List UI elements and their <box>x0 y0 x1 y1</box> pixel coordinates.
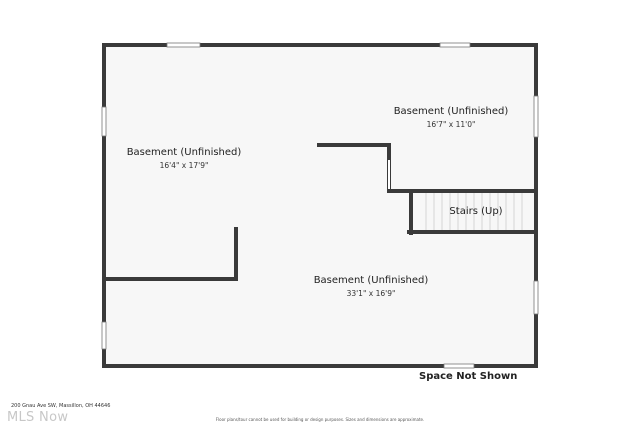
window-left-lower <box>101 321 107 350</box>
stairs-treads <box>425 193 523 231</box>
room-dims-west: 16'4" x 17'9" <box>159 161 209 170</box>
window-left-upper <box>101 106 107 137</box>
floor-area <box>104 45 536 366</box>
window-top-right <box>439 42 471 48</box>
space-not-shown-note: Space Not Shown <box>419 371 518 382</box>
room-name-northeast: Basement (Unfinished) <box>393 106 509 117</box>
windows <box>101 42 539 369</box>
room-dims-south: 33'1" x 16'9" <box>346 289 396 298</box>
window-bottom <box>443 363 475 369</box>
partition-wall <box>104 227 238 281</box>
interior-walls <box>104 143 538 281</box>
room-name-south: Basement (Unfinished) <box>313 275 429 286</box>
mls-now-watermark: MLS Now <box>7 410 69 425</box>
room-name-west: Basement (Unfinished) <box>126 147 242 158</box>
window-right-upper <box>533 95 539 138</box>
room-dims-northeast: 16'7" x 11'0" <box>426 120 476 129</box>
closet-wall <box>317 143 391 160</box>
stairs-label: Stairs (Up) <box>449 206 503 217</box>
window-top-left <box>166 42 201 48</box>
window-right-lower <box>533 280 539 315</box>
property-address: 200 Gnau Ave SW, Massillon, OH 44646 <box>11 403 111 409</box>
exterior-wall <box>102 43 538 368</box>
floor-plan-disclaimer: Floor plans/tour cannot be used for buil… <box>215 417 425 422</box>
